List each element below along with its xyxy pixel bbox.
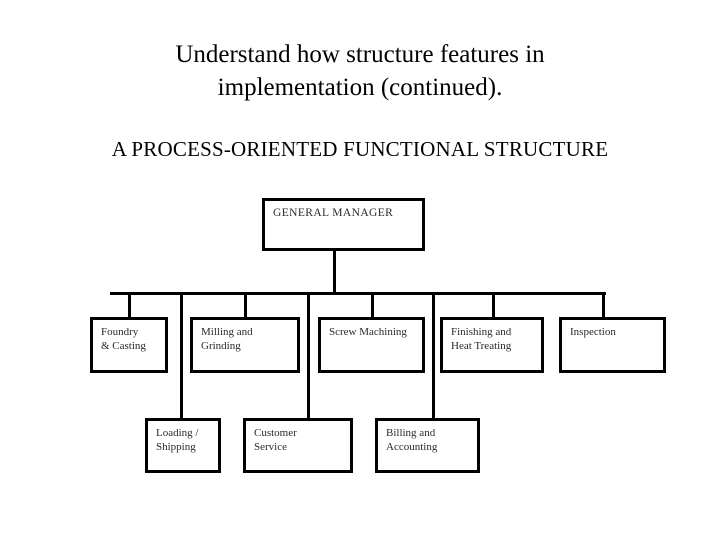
node-milling-grinding[interactable]: Milling and Grinding xyxy=(190,317,300,373)
connector-horizontal-bus xyxy=(110,292,606,295)
node-loading-shipping-line-2: Shipping xyxy=(156,441,196,453)
connector-drop-billing xyxy=(432,294,435,419)
connector-drop-milling xyxy=(244,294,247,318)
node-general-manager-line-1: GENERAL MANAGER xyxy=(273,207,394,219)
connector-drop-loading xyxy=(180,294,183,419)
node-milling-grinding-line-1: Milling and xyxy=(201,326,253,338)
node-screw-machining[interactable]: Screw Machining xyxy=(318,317,425,373)
node-milling-grinding-line-2: Grinding xyxy=(201,340,241,352)
node-foundry-casting[interactable]: Foundry & Casting xyxy=(90,317,168,373)
connector-drop-finishing xyxy=(492,294,495,318)
node-billing-accounting[interactable]: Billing and Accounting xyxy=(375,418,480,473)
node-finishing-heat-treating[interactable]: Finishing and Heat Treating xyxy=(440,317,544,373)
node-loading-shipping[interactable]: Loading / Shipping xyxy=(145,418,221,473)
connector-drop-foundry xyxy=(128,294,131,318)
node-inspection-line-1: Inspection xyxy=(570,326,616,338)
connector-drop-screw xyxy=(371,294,374,318)
connector-drop-inspection xyxy=(602,294,605,318)
node-inspection[interactable]: Inspection xyxy=(559,317,666,373)
node-customer-service[interactable]: Customer Service xyxy=(243,418,353,473)
slide-title-line-2: implementation (continued). xyxy=(217,74,503,101)
slide-subtitle: A PROCESS-ORIENTED FUNCTIONAL STRUCTURE xyxy=(111,137,609,161)
node-customer-service-line-2: Service xyxy=(254,441,287,453)
node-finishing-heat-treating-line-1: Finishing and xyxy=(451,326,512,338)
connector-root-stem xyxy=(333,251,336,294)
node-billing-accounting-line-1: Billing and xyxy=(386,427,436,439)
node-loading-shipping-line-1: Loading / xyxy=(156,427,199,439)
slide-title: Understand how structure features in imp… xyxy=(0,38,720,104)
node-finishing-heat-treating-line-2: Heat Treating xyxy=(451,340,512,352)
node-general-manager[interactable]: GENERAL MANAGER xyxy=(262,198,425,251)
slide-title-line-1: Understand how structure features in xyxy=(175,41,545,68)
node-screw-machining-line-1: Screw Machining xyxy=(329,326,407,338)
node-customer-service-line-1: Customer xyxy=(254,427,297,439)
node-foundry-casting-line-2: & Casting xyxy=(101,340,146,352)
node-foundry-casting-line-1: Foundry xyxy=(101,326,139,338)
connector-drop-customer xyxy=(307,294,310,419)
node-billing-accounting-line-2: Accounting xyxy=(386,441,438,453)
